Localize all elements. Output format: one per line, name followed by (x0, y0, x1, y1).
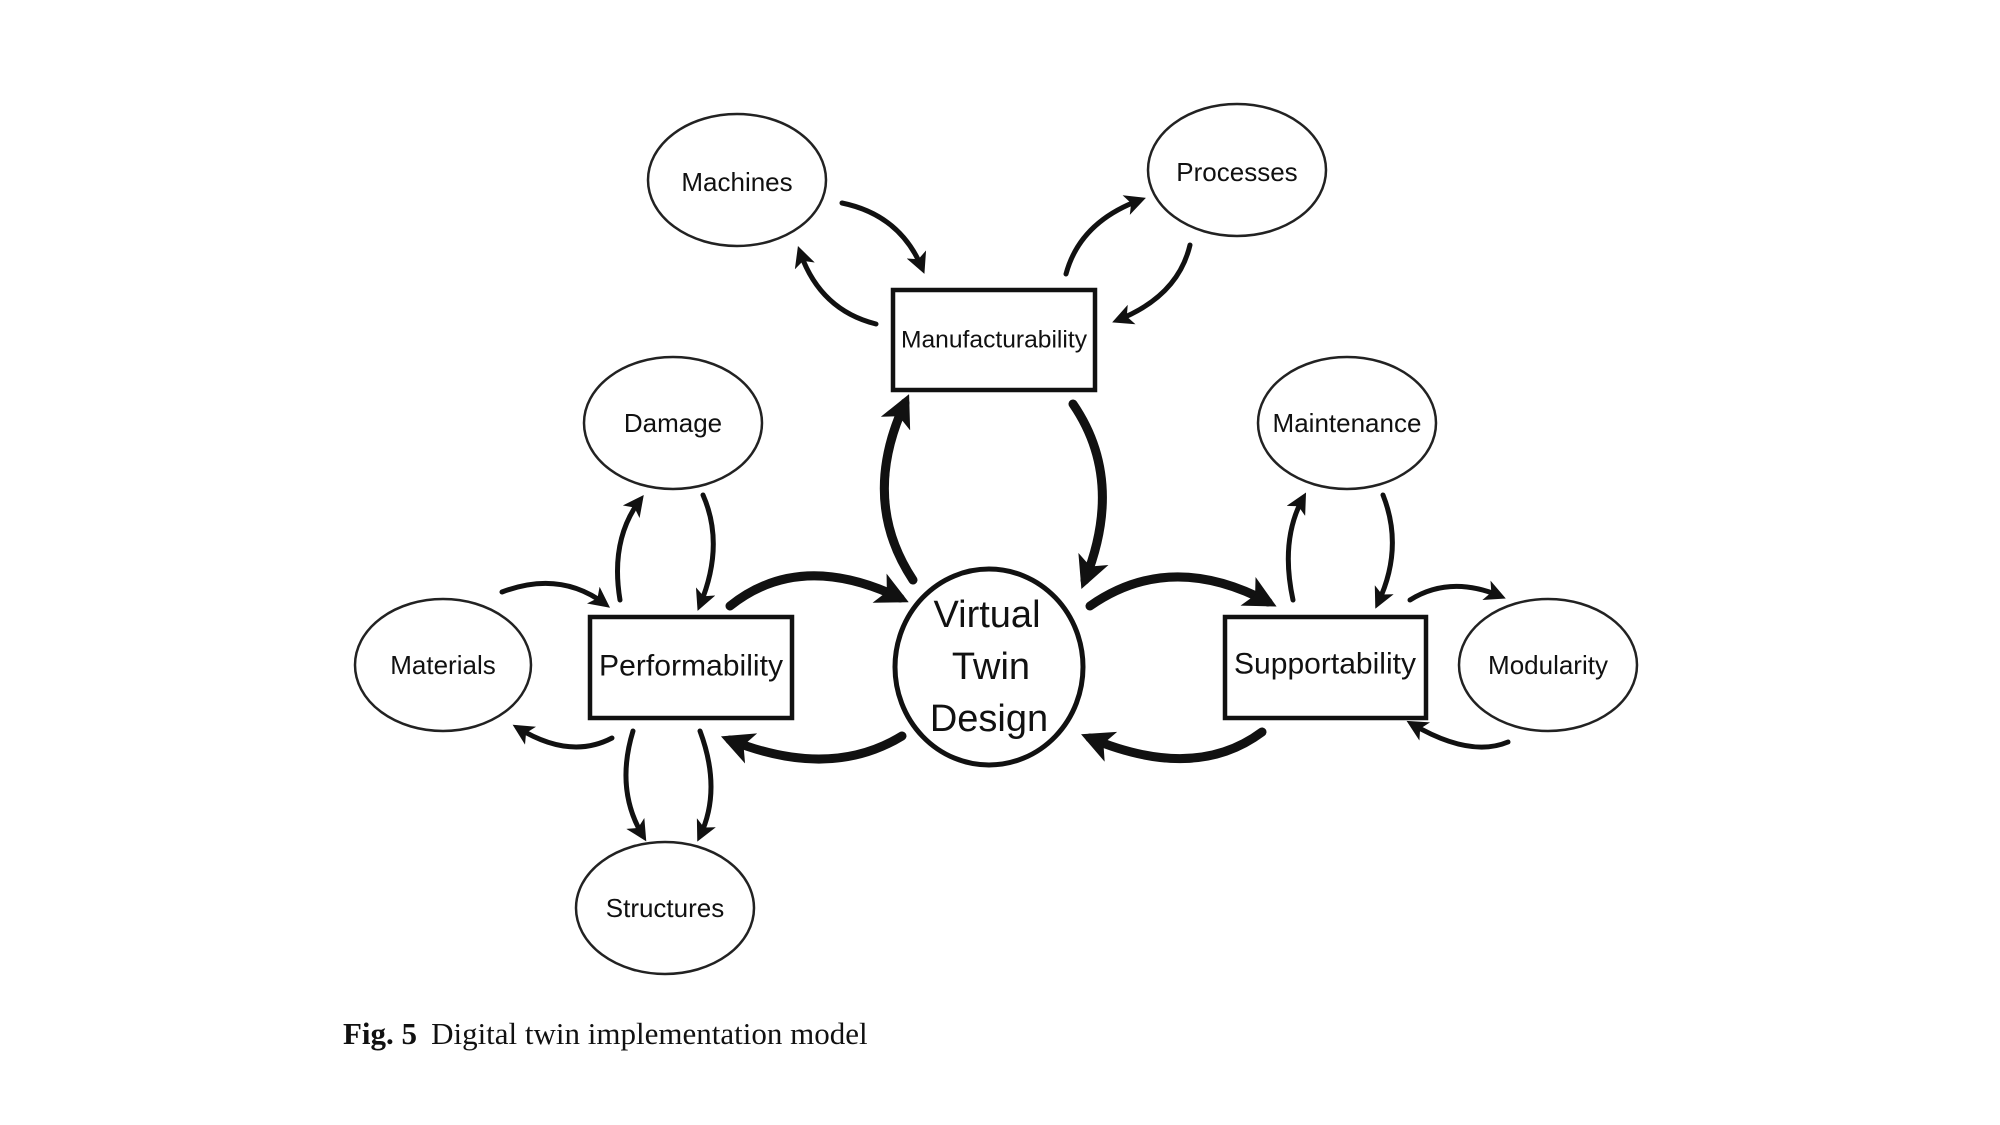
arrow-virtual-twin-to-performability (720, 731, 907, 764)
arrow-modularity-to-supportability (1406, 720, 1511, 750)
label-supportability: Supportability (1234, 648, 1416, 681)
factor-machines: Machines (646, 112, 828, 248)
label-structures: Structures (606, 893, 725, 923)
arrow-manufacturability-to-machines (794, 246, 879, 327)
label-performability: Performability (599, 650, 783, 683)
pillar-manufacturability: Manufacturability (890, 287, 1098, 393)
arrow-processes-to-manufacturability (1112, 242, 1193, 325)
label-maintenance: Maintenance (1273, 408, 1422, 438)
factor-materials: Materials (353, 597, 533, 733)
arrow-virtual-twin-to-manufacturability (879, 394, 918, 585)
arrow-manufacturability-to-virtual-twin (1068, 399, 1109, 590)
arrow-performability-to-damage (615, 494, 644, 603)
arrow-manufacturability-to-processes (1063, 195, 1146, 277)
figure-label: Fig. 5 (343, 1016, 418, 1051)
pillar-supportability: Supportability (1222, 614, 1429, 721)
factor-damage: Damage (582, 355, 764, 491)
arrow-virtual-twin-to-supportability (1085, 572, 1277, 611)
arrow-performability-to-structures-2 (696, 728, 716, 842)
label-damage: Damage (624, 408, 722, 438)
label-machines: Machines (681, 167, 792, 197)
figure-caption-text: Digital twin implementation model (431, 1016, 868, 1051)
arrow-supportability-to-modularity (1407, 580, 1506, 603)
arrow-supportability-to-maintenance (1285, 492, 1307, 603)
arrow-machines-to-manufacturability (839, 200, 927, 274)
arrow-materials-to-performability (499, 580, 611, 608)
figure-caption: Fig. 5 Digital twin implementation model (343, 1016, 868, 1052)
label-modularity: Modularity (1488, 650, 1608, 680)
center-label-line-1: Virtual (933, 594, 1040, 636)
center-label-line-2: Twin (952, 646, 1030, 688)
label-processes: Processes (1176, 157, 1297, 187)
arrow-performability-to-materials (512, 724, 615, 750)
center-virtual-twin-design: Virtual Twin Design (892, 566, 1086, 768)
pillar-performability: Performability (587, 614, 795, 721)
arrow-damage-to-performability (695, 492, 716, 611)
label-manufacturability: Manufacturability (901, 327, 1087, 354)
factor-maintenance: Maintenance (1256, 355, 1438, 491)
arrow-maintenance-to-supportability (1374, 492, 1395, 609)
arrow-supportability-to-virtual-twin (1081, 727, 1267, 763)
center-label-line-3: Design (930, 698, 1048, 740)
arrow-performability-to-structures-1 (623, 728, 647, 842)
arrow-performability-to-virtual-twin (725, 571, 909, 611)
arrows (499, 195, 1511, 842)
factor-modularity: Modularity (1457, 597, 1639, 733)
label-materials: Materials (390, 650, 495, 680)
factor-structures: Structures (574, 840, 756, 976)
factor-processes: Processes (1146, 102, 1328, 238)
